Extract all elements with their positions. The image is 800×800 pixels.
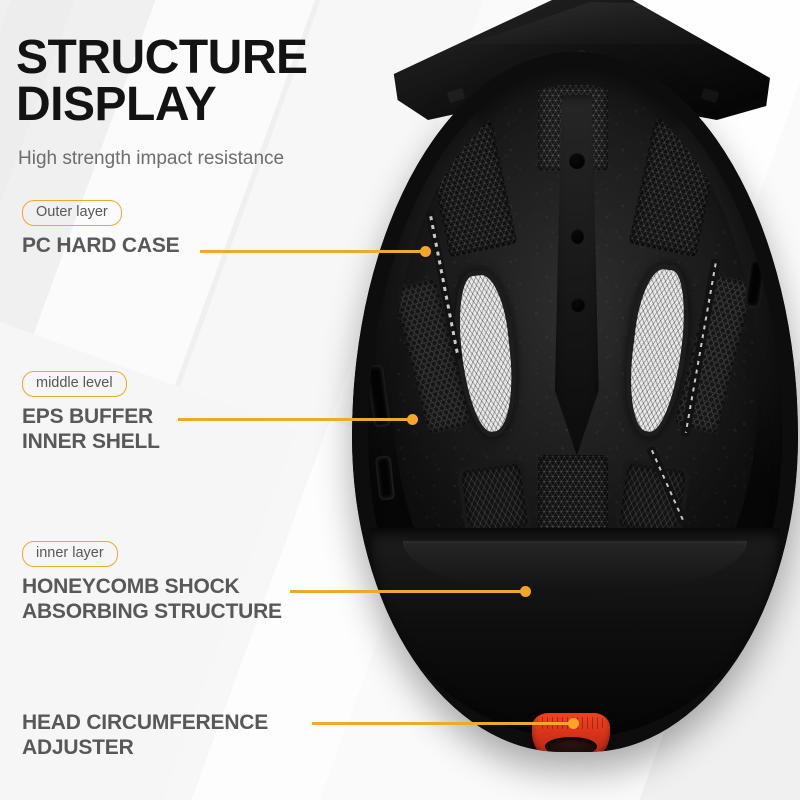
- leader-dot-adjuster: [568, 718, 579, 729]
- callout-outer-layer: Outer layer PC HARD CASE: [22, 200, 180, 258]
- callout-head-circumference-adjuster: HEAD CIRCUMFERENCE ADJUSTER: [22, 710, 268, 760]
- callout-caption-inner-layer: HONEYCOMB SHOCK ABSORBING STRUCTURE: [22, 574, 282, 624]
- caption-line: ABSORBING STRUCTURE: [22, 599, 282, 623]
- callout-pill-outer-layer: Outer layer: [22, 200, 122, 226]
- callout-pill-inner-layer: inner layer: [22, 541, 118, 567]
- callout-pill-middle-level: middle level: [22, 371, 127, 397]
- caption-line: HEAD CIRCUMFERENCE: [22, 711, 269, 734]
- title-line-2: DISPLAY: [16, 78, 217, 131]
- leader-dot-inner-layer: [520, 586, 531, 597]
- page-subtitle: High strength impact resistance: [18, 148, 285, 169]
- callout-middle-level: middle level EPS BUFFER INNER SHELL: [22, 371, 160, 454]
- callout-inner-layer: inner layer HONEYCOMB SHOCK ABSORBING ST…: [22, 541, 282, 624]
- leader-dot-outer-layer: [420, 246, 431, 257]
- helmet-bottom-rim: [369, 528, 781, 752]
- callout-caption-middle-level: EPS BUFFER INNER SHELL: [22, 404, 160, 454]
- leader-line-middle-level: [178, 418, 416, 421]
- helmet-outer-shell: [352, 52, 798, 752]
- caption-line: INNER SHELL: [22, 429, 160, 453]
- caption-line: HONEYCOMB SHOCK: [22, 574, 240, 598]
- callout-caption-adjuster: HEAD CIRCUMFERENCE ADJUSTER: [22, 710, 268, 760]
- caption-line: PC HARD CASE: [22, 233, 180, 257]
- leader-line-outer-layer: [200, 250, 428, 253]
- spine-hole: [571, 298, 586, 313]
- title-line-1: STRUCTURE: [16, 31, 308, 84]
- dial-recess: [544, 736, 597, 752]
- caption-line: EPS BUFFER: [22, 404, 154, 428]
- leader-line-adjuster: [312, 722, 578, 725]
- spine-hole: [571, 228, 585, 244]
- visor-highlight: [470, 2, 770, 44]
- spine-hole: [569, 153, 586, 170]
- rim-band: [402, 540, 748, 596]
- leader-line-inner-layer: [290, 590, 530, 593]
- callout-caption-outer-layer: PC HARD CASE: [22, 233, 180, 258]
- page-title: STRUCTURE DISPLAY: [16, 31, 436, 131]
- leader-dot-middle-level: [407, 414, 418, 425]
- helmet-product-image: [330, 0, 800, 784]
- caption-line: ADJUSTER: [22, 736, 134, 759]
